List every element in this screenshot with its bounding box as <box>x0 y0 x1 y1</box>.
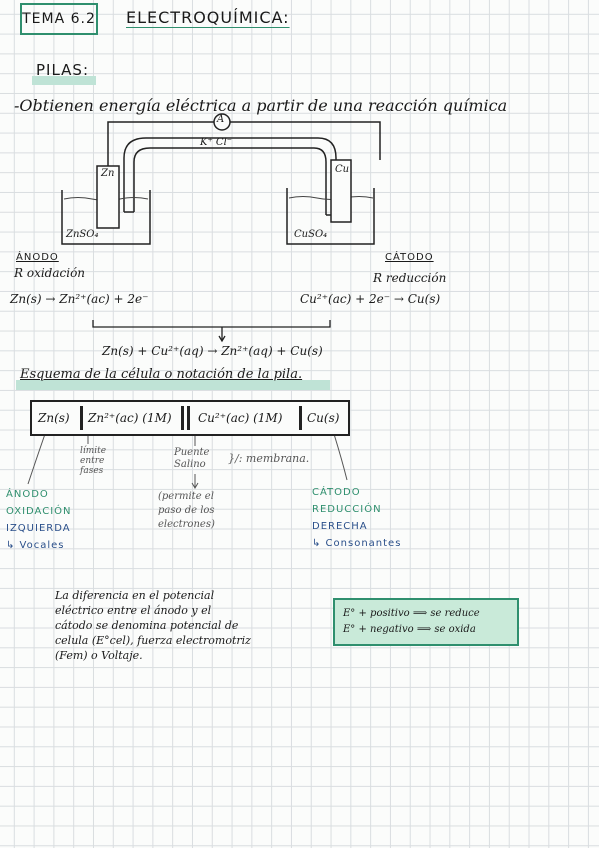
cell-cathode-ion: Cu²⁺(ac) (1M) <box>198 411 283 425</box>
potential-paragraph: La diferencia en el potencial eléctrico … <box>55 589 251 662</box>
section-heading: PILAS: <box>36 61 90 79</box>
anode-legend: ÁNODO OXIDACIÓN IZQUIERDA ↳ Vocales <box>6 489 72 551</box>
salt-bridge-label: Puente Salino <box>174 447 210 470</box>
topic-number: TEMA 6.2 <box>22 11 96 27</box>
overall-reaction: Zn(s) + Cu²⁺(aq) → Zn²⁺(aq) + Cu(s) <box>102 344 323 358</box>
membrane-label: }/: membrana. <box>228 452 310 465</box>
bridge-ions-label: K⁺ Cl⁻ <box>200 137 233 148</box>
phase-boundary-bar <box>80 406 83 430</box>
copper-electrode-label: Cu <box>335 164 350 175</box>
standard-potential-note <box>333 598 519 646</box>
standard-potential-text: E° + positivo ⟹ se reduce E° + negativo … <box>343 608 480 635</box>
topic-number-box: TEMA 6.2 <box>20 3 98 35</box>
cathode-heading: CÁTODO <box>385 252 434 263</box>
bridge-note: (permite el paso de los electrones) <box>158 491 215 530</box>
cell-notation-box <box>30 400 350 436</box>
anode-heading: ÁNODO <box>16 252 59 263</box>
salt-bridge-bar-right <box>187 406 190 430</box>
copper-solution-label: CuSO₄ <box>294 229 328 240</box>
bullet-text: -Obtienen energía eléctrica a partir de … <box>14 96 508 115</box>
phase-limit-label: límite entre fases <box>80 446 107 476</box>
heading-highlight <box>32 76 96 85</box>
anode-process: R oxidación <box>14 266 86 280</box>
zinc-solution-label: ZnSO₄ <box>66 229 99 240</box>
zinc-electrode-label: Zn <box>101 168 115 179</box>
page-title: ELECTROQUÍMICA: <box>126 8 290 27</box>
cell-anode-metal: Zn(s) <box>38 411 70 425</box>
cathode-legend: CÁTODO REDUCCIÓN DERECHA ↳ Consonantes <box>312 487 402 549</box>
schema-heading: Esquema de la célula o notación de la pi… <box>20 367 303 382</box>
ammeter-label: A <box>217 114 225 125</box>
phase-boundary-bar-right <box>299 406 302 430</box>
schema-highlight <box>16 380 330 390</box>
cathode-equation: Cu²⁺(ac) + 2e⁻ → Cu(s) <box>300 292 441 306</box>
cell-anode-ion: Zn²⁺(ac) (1M) <box>88 411 172 425</box>
cell-cathode-metal: Cu(s) <box>307 411 340 425</box>
anode-equation: Zn(s) → Zn²⁺(ac) + 2e⁻ <box>10 292 149 306</box>
salt-bridge-bar-left <box>181 406 184 430</box>
cathode-process: R reducción <box>373 271 447 285</box>
